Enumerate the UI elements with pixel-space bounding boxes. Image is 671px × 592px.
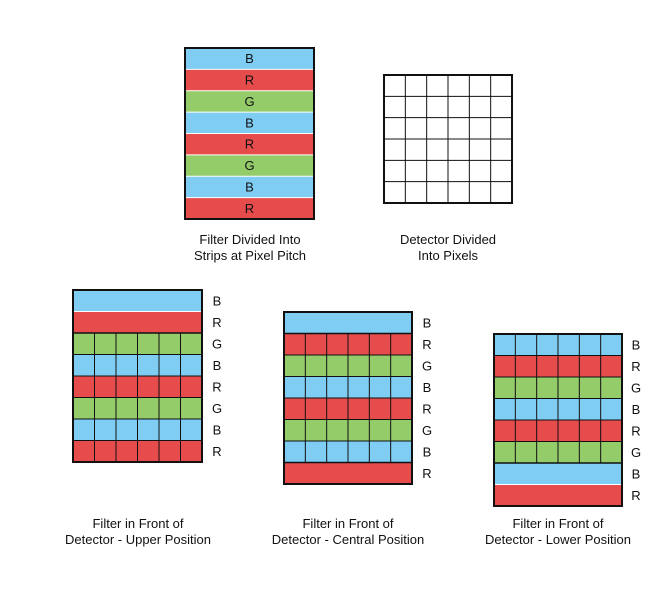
overlay-strip-label: R bbox=[631, 488, 640, 503]
overlay-strip bbox=[284, 312, 412, 334]
overlay-strip-label: B bbox=[423, 315, 432, 330]
overlay-strip-label: B bbox=[632, 402, 641, 417]
overlay-strip-label: G bbox=[631, 445, 641, 460]
overlay-strip-label: B bbox=[632, 337, 641, 352]
detector-border bbox=[383, 74, 513, 204]
overlay-strip-label: R bbox=[212, 444, 221, 459]
filter-strip-label: R bbox=[245, 73, 254, 88]
overlay-strip-label: G bbox=[212, 336, 222, 351]
filter-strip bbox=[185, 112, 314, 134]
filter-strip bbox=[185, 197, 314, 219]
filter-strips-caption-line2: Strips at Pixel Pitch bbox=[194, 248, 306, 263]
overlay-strip bbox=[494, 463, 622, 485]
overlay-strip-label: G bbox=[631, 380, 641, 395]
filter-strip-label: R bbox=[245, 201, 254, 216]
overlay-strip-label: R bbox=[212, 315, 221, 330]
filter-strips-border bbox=[184, 47, 315, 220]
filter-strip-label: G bbox=[244, 158, 254, 173]
overlay-filter-border bbox=[493, 333, 623, 507]
overlay-strip bbox=[73, 311, 202, 333]
upper-position-caption-line1: Filter in Front of bbox=[92, 516, 184, 531]
filter-strip bbox=[185, 176, 314, 198]
filter-strip bbox=[185, 69, 314, 91]
overlay-strip-label: R bbox=[631, 359, 640, 374]
filter-strip-label: B bbox=[245, 51, 254, 66]
overlay-filter-border bbox=[283, 311, 413, 485]
overlay-filter-border bbox=[72, 289, 203, 463]
filter-strip-label: B bbox=[245, 179, 254, 194]
detector-pixels-caption: Detector Divided Into Pixels bbox=[358, 232, 538, 264]
overlay-strip-label: G bbox=[212, 401, 222, 416]
overlay-strip-label: G bbox=[422, 423, 432, 438]
filter-strip-label: G bbox=[244, 94, 254, 109]
overlay-strip-label: B bbox=[423, 380, 432, 395]
filter-strip bbox=[185, 90, 314, 113]
overlay-strip-label: B bbox=[423, 444, 432, 459]
filter-strip-label: R bbox=[245, 137, 254, 152]
upper-position-caption: Filter in Front of Detector - Upper Posi… bbox=[48, 516, 228, 548]
overlay-strip-label: R bbox=[422, 466, 431, 481]
filter-strip bbox=[185, 154, 314, 177]
detector-pixels-caption-line2: Into Pixels bbox=[418, 248, 478, 263]
central-position-caption: Filter in Front of Detector - Central Po… bbox=[258, 516, 438, 548]
overlay-strip-label: R bbox=[422, 401, 431, 416]
detector-grid-panel bbox=[383, 74, 513, 204]
overlay-strip bbox=[73, 290, 202, 312]
detector-pixels-caption-line1: Detector Divided bbox=[399, 232, 497, 247]
lower-position-caption: Filter in Front of Detector - Lower Posi… bbox=[468, 516, 648, 548]
central-position-caption-line1: Filter in Front of bbox=[302, 516, 394, 531]
overlay-strip-label: G bbox=[422, 358, 432, 373]
overlay-strip-label: R bbox=[631, 423, 640, 438]
upper-position-caption-line2: Detector - Upper Position bbox=[65, 532, 211, 547]
lower-position-caption-line1: Filter in Front of bbox=[512, 516, 604, 531]
filter-strips-caption: Filter Divided Into Strips at Pixel Pitc… bbox=[160, 232, 340, 264]
overlay-strip-label: B bbox=[213, 422, 222, 437]
overlay-strip bbox=[494, 484, 622, 506]
overlay-strip bbox=[284, 462, 412, 484]
filter-strip bbox=[185, 48, 314, 70]
overlay-strip-label: R bbox=[422, 337, 431, 352]
overlay-strip-label: B bbox=[213, 293, 222, 308]
central-position-caption-line2: Detector - Central Position bbox=[271, 532, 425, 547]
overlay-strip-label: B bbox=[213, 358, 222, 373]
overlay-strip-label: B bbox=[632, 466, 641, 481]
lower-position-caption-line2: Detector - Lower Position bbox=[485, 532, 631, 547]
filter-strip-label: B bbox=[245, 115, 254, 130]
filter-strips-caption-line1: Filter Divided Into bbox=[199, 232, 301, 247]
filter-strip bbox=[185, 133, 314, 155]
overlay-strip-label: R bbox=[212, 379, 221, 394]
